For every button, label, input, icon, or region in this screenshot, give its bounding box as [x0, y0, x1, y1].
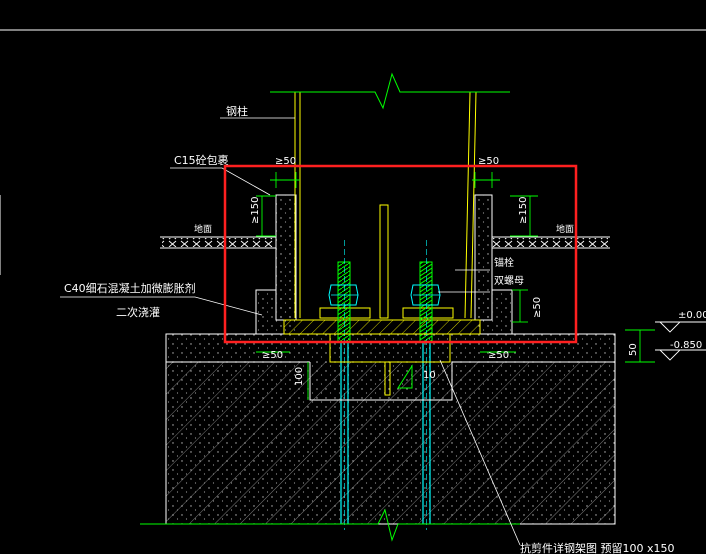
label-c15-encasement: C15砼包裹 — [174, 153, 229, 167]
dimension-lines — [256, 172, 655, 400]
anchor-bolt-right — [410, 240, 441, 530]
dim-cover-bottom-right: ≥50 — [488, 350, 509, 361]
label-ground-left: 地面 — [194, 223, 212, 235]
steel-column — [270, 72, 510, 319]
leaders — [60, 117, 521, 546]
label-steel-column: 钢柱 — [226, 104, 248, 118]
triangle-elevation-marker-icon — [655, 321, 706, 361]
label-grout-line2: 二次浇灌 — [116, 305, 160, 319]
label-anchor-bolt: 锚栓 — [494, 256, 514, 269]
label-double-nut: 双螺母 — [494, 275, 524, 287]
dim-cover-bottom-left: ≥50 — [262, 350, 283, 361]
dim-grout-thk: 50 — [628, 343, 639, 356]
shear-key-pocket — [309, 333, 453, 401]
dim-cover-top-left: ≥50 — [275, 156, 296, 167]
bottom-break-line-icon — [140, 508, 520, 542]
dim-height-left: ≥150 — [250, 197, 261, 224]
ground-right — [492, 236, 610, 249]
dim-bolt-proj: ≥50 — [532, 297, 543, 318]
dim-pocket-depth: 100 — [294, 367, 305, 386]
dim-shear-key-width: 10 — [423, 370, 436, 381]
label-ground-right: 地面 — [556, 223, 574, 235]
ground-left — [160, 236, 276, 249]
base-plate — [283, 307, 481, 335]
dim-height-right: ≥150 — [518, 197, 529, 224]
label-grout-line1: C40细石混凝土加微膨胀剂 — [64, 281, 196, 295]
dim-cover-top-right: ≥50 — [478, 156, 499, 167]
elev-top: ±0.00 — [678, 310, 706, 321]
elev-bottom: -0.850 — [670, 340, 702, 351]
zigzag-break-line-icon — [270, 72, 510, 110]
label-bottom-note: 抗剪件详钢架图 预留100 x150 — [520, 541, 675, 554]
highlight-box — [223, 164, 578, 344]
